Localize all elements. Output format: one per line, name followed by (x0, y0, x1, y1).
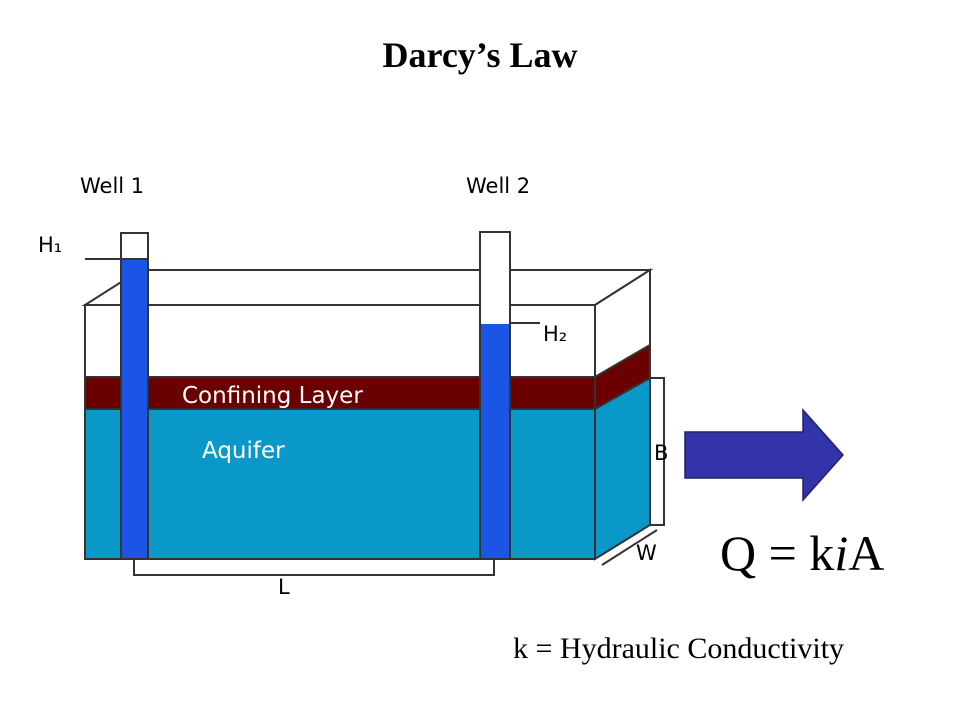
b-label: B (654, 441, 668, 465)
h1-label: H₁ (38, 233, 62, 257)
aquifer-side (594, 376, 651, 561)
well-1-water (122, 260, 147, 558)
well-2-label: Well 2 (466, 174, 530, 198)
unsaturated-zone-front (84, 304, 596, 378)
l-dimension-bracket (133, 559, 495, 576)
flow-arrow-icon (684, 408, 845, 502)
top-face (81, 269, 654, 306)
equation-suffix: A (848, 525, 885, 581)
w-label: W (636, 541, 657, 565)
darcy-equation: Q = kiA (720, 524, 884, 582)
w-dimension-line (601, 529, 658, 566)
conductivity-definition: k = Hydraulic Conductivity (513, 632, 845, 665)
h2-label: H₂ (543, 322, 567, 346)
aquifer-front (84, 408, 596, 560)
l-label: L (278, 575, 290, 599)
aquifer-label: Aquifer (202, 438, 285, 464)
equation-gradient-symbol: i (834, 525, 849, 581)
well-1-label: Well 1 (80, 174, 144, 198)
b-dimension-bracket (650, 377, 665, 526)
equation-prefix: Q = k (720, 525, 835, 581)
confining-layer-label: Confining Layer (182, 383, 363, 409)
well-2-water (481, 324, 509, 558)
page-title: Darcy’s Law (382, 35, 578, 75)
